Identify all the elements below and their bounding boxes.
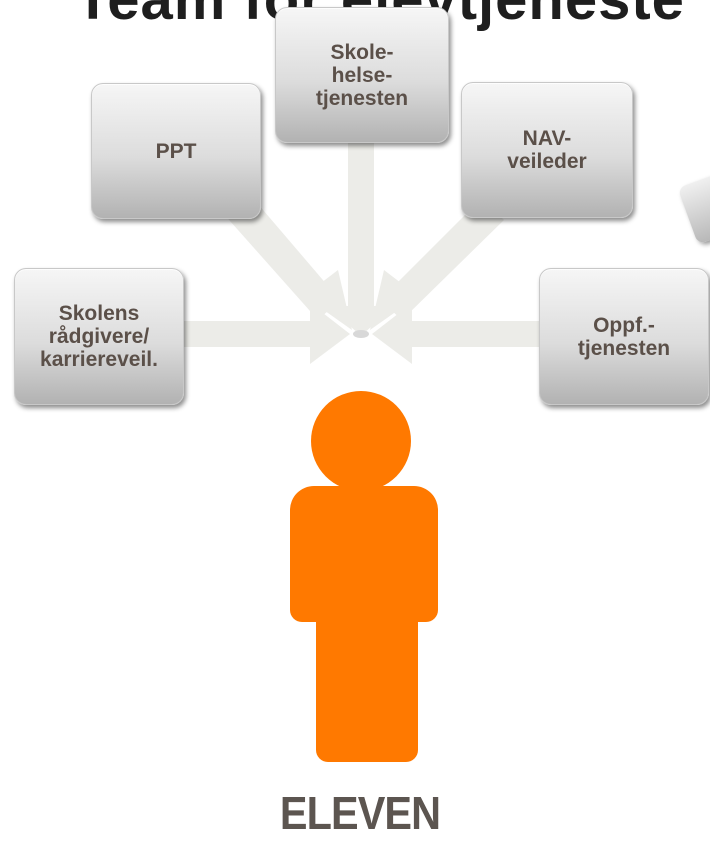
- arrow-shaft-top: [348, 128, 374, 318]
- arrow-head-upper-left: [304, 270, 352, 330]
- student-legs: [316, 600, 418, 762]
- box-skolehelsetjenesten: Skole- helse- tjenesten: [275, 7, 449, 143]
- box-skolehelsetjenesten-label: Skole- helse- tjenesten: [315, 40, 409, 110]
- box-ppt: PPT: [91, 83, 261, 219]
- arrow-shaft-left: [184, 321, 320, 347]
- center-spot: [353, 330, 369, 338]
- arrow-shaft-right: [404, 321, 542, 347]
- box-oppfolgingstjenesten: Oppf.- tjenesten: [539, 268, 709, 405]
- box-skolens-radgivere-label: Skolens rådgivere/ karriereveil.: [40, 302, 158, 371]
- box-ppt-label: PPT: [155, 139, 197, 163]
- box-nav-veileder-label: NAV- veileder: [507, 127, 587, 173]
- box-skolens-radgivere: Skolens rådgivere/ karriereveil.: [14, 268, 184, 405]
- arrow-shaft-upper-left: [222, 190, 340, 320]
- box-nav-veileder: NAV- veileder: [461, 82, 633, 218]
- student-head: [311, 391, 411, 491]
- arrow-shaft-upper-right: [380, 198, 504, 320]
- arrow-head-left: [310, 303, 350, 364]
- student-torso: [290, 486, 438, 622]
- box-oppfolgingstjenesten-label: Oppf.- tjenesten: [577, 313, 671, 360]
- center-label: ELEVEN: [279, 787, 441, 839]
- arrow-head-upper-right: [370, 270, 418, 330]
